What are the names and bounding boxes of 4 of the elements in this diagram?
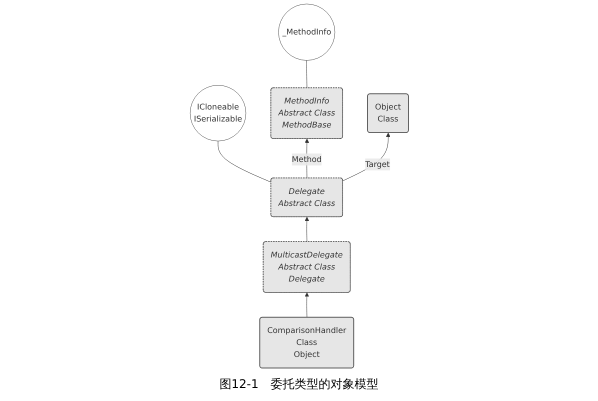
figure-caption: 图12-1 委托类型的对象模型 — [219, 376, 379, 393]
arrow — [304, 216, 309, 242]
connector — [218, 140, 272, 182]
connector — [306, 60, 307, 88]
